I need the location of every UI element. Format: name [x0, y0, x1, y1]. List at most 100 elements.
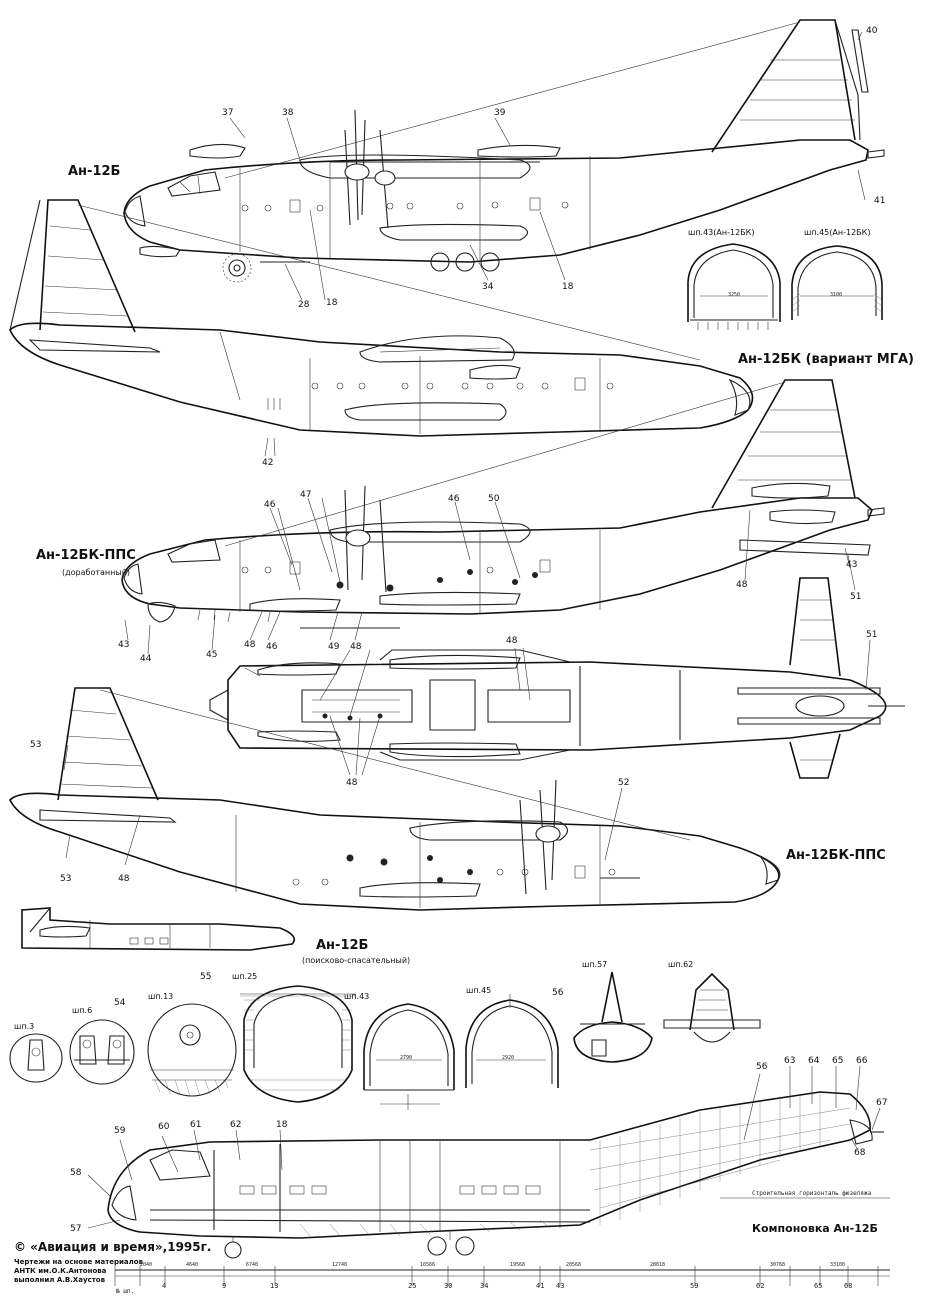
callout-47: 47	[300, 490, 311, 500]
frame-label: № шп.	[116, 1288, 134, 1295]
an12b-sar-partial-view	[22, 908, 294, 950]
title-an12bk-pps-mod: Ан-12БК-ППС	[36, 548, 136, 563]
frame-25: 25	[408, 1282, 416, 1290]
section-label-57: шп.57	[582, 960, 607, 969]
title-an12b-sar: Ан-12Б	[316, 938, 368, 953]
dim-12740: 12740	[332, 1262, 347, 1268]
dim-3250: 3250	[728, 292, 740, 298]
callout-49: 49	[328, 642, 339, 652]
callout-51-a: 51	[850, 592, 861, 602]
callout-48-b: 48	[244, 640, 255, 650]
callout-66: 66	[856, 1056, 867, 1066]
callout-48-e: 48	[346, 778, 357, 788]
callout-56-b: 56	[756, 1062, 767, 1072]
section-label-25: шп.25	[232, 972, 257, 981]
section-sh57	[574, 972, 652, 1062]
credit-line-1: Чертежи на основе материалов	[14, 1258, 143, 1267]
callout-65: 65	[832, 1056, 843, 1066]
an12bk-pps-plan-view	[210, 578, 905, 778]
an12bk-pps-mod-side-view	[122, 380, 884, 654]
callout-57: 57	[70, 1224, 81, 1234]
frame-9: 9	[222, 1282, 226, 1290]
section-sh62	[664, 974, 760, 1042]
callout-48-d: 48	[506, 636, 517, 646]
section-label-3: шп.3	[14, 1022, 34, 1031]
callout-68: 68	[854, 1148, 865, 1158]
dim-16566: 16566	[420, 1262, 435, 1268]
callout-43-a: 43	[846, 560, 857, 570]
frame-65: 65	[814, 1282, 822, 1290]
frame-30: 30	[444, 1282, 452, 1290]
callout-46-b: 46	[448, 494, 459, 504]
callout-52: 52	[618, 778, 629, 788]
section-label-43: шп.43	[344, 992, 369, 1001]
title-an12b-top: Ан-12Б	[68, 164, 120, 179]
section-sh25	[240, 986, 356, 1102]
dim-20568: 20568	[566, 1262, 581, 1268]
frame-41: 41	[536, 1282, 544, 1290]
frame-62: 62	[756, 1282, 764, 1290]
callout-45: 45	[206, 650, 217, 660]
dim-6740: 6740	[246, 1262, 258, 1268]
credit-line-3: выполнил А.В.Хаустов	[14, 1276, 105, 1285]
section-sh3	[10, 1034, 62, 1082]
frame-13: 13	[270, 1282, 278, 1290]
dim-3100: 3100	[830, 292, 842, 298]
section-label-45-bk: шп.45(Ан-12БК)	[804, 228, 870, 237]
section-label-43-bk: шп.43(Ан-12БК)	[688, 228, 754, 237]
dim-4640: 4640	[186, 1262, 198, 1268]
callout-51-b: 51	[866, 630, 877, 640]
frame-59: 59	[690, 1282, 698, 1290]
dim-2920: 2920	[502, 1055, 514, 1061]
callout-37: 37	[222, 108, 233, 118]
callout-56-a: 56	[552, 988, 563, 998]
callout-43-b: 43	[118, 640, 129, 650]
callout-34: 34	[482, 282, 493, 292]
callout-58: 58	[70, 1168, 81, 1178]
callout-55: 55	[200, 972, 211, 982]
callout-18-b: 18	[562, 282, 573, 292]
callout-38: 38	[282, 108, 293, 118]
callout-50: 50	[488, 494, 499, 504]
callout-18-c: 18	[276, 1120, 287, 1130]
callout-48-c: 48	[350, 642, 361, 652]
callout-42: 42	[262, 458, 273, 468]
copyright: © «Авиация и время»,1995г.	[14, 1240, 211, 1254]
frame-4: 4	[162, 1282, 166, 1290]
upper-section-45	[792, 246, 882, 320]
dim-19568: 19568	[510, 1262, 525, 1268]
callout-40: 40	[866, 26, 877, 36]
callout-53-b: 53	[60, 874, 71, 884]
callout-46-c: 46	[266, 642, 277, 652]
callout-48-f: 48	[118, 874, 129, 884]
horizon-note: Строительная горизонталь фюзеляжа	[752, 1190, 871, 1197]
callout-59: 59	[114, 1126, 125, 1136]
an12bk-mga-side-view	[10, 200, 753, 456]
section-sh13	[148, 1004, 236, 1096]
dim-2790: 2790	[400, 1055, 412, 1061]
callout-48-a: 48	[736, 580, 747, 590]
callout-44: 44	[140, 654, 151, 664]
callout-62: 62	[230, 1120, 241, 1130]
section-label-62: шп.62	[668, 960, 693, 969]
callout-54: 54	[114, 998, 125, 1008]
frame-34: 34	[480, 1282, 488, 1290]
frame-43: 43	[556, 1282, 564, 1290]
subtitle-an12b-sar: (поисково-спасательный)	[302, 956, 410, 965]
callout-53-a: 53	[30, 740, 41, 750]
dim-30768: 30768	[770, 1262, 785, 1268]
title-an12bk-mga: Ан-12БК (вариант МГА)	[738, 352, 914, 367]
title-an12bk-pps: Ан-12БК-ППС	[786, 848, 886, 863]
callout-28: 28	[298, 300, 309, 310]
callout-41: 41	[874, 196, 885, 206]
section-label-45: шп.45	[466, 986, 491, 995]
an12b-side-view	[124, 20, 884, 300]
title-layout: Компоновка Ан-12Б	[752, 1222, 878, 1235]
frame-68: 68	[844, 1282, 852, 1290]
callout-67: 67	[876, 1098, 887, 1108]
dim-33100: 33100	[830, 1262, 845, 1268]
callout-61: 61	[190, 1120, 201, 1130]
section-sh6	[70, 1020, 134, 1084]
callout-63: 63	[784, 1056, 795, 1066]
